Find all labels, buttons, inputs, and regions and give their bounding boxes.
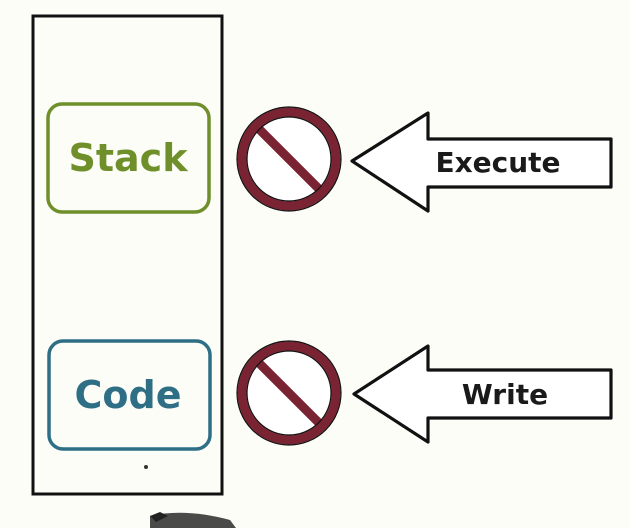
left-arrow-icon [350, 111, 613, 213]
stack-box [46, 102, 211, 214]
left-arrow-icon [352, 344, 613, 444]
memory-column [31, 14, 224, 496]
write-label: Write [462, 378, 548, 411]
code-segment: Code [47, 339, 212, 451]
execute-label: Execute [435, 146, 560, 179]
dot-mark [144, 465, 148, 469]
pen-tip [150, 512, 236, 528]
stack-label: Stack [69, 136, 189, 180]
no-entry-icon [236, 106, 342, 212]
execute-arrow: Execute [350, 111, 613, 213]
write-arrow: Write [352, 344, 613, 444]
no-entry-icon [236, 340, 342, 446]
code-box [47, 339, 212, 451]
code-label: Code [75, 373, 182, 417]
stack-segment: Stack [46, 102, 211, 214]
